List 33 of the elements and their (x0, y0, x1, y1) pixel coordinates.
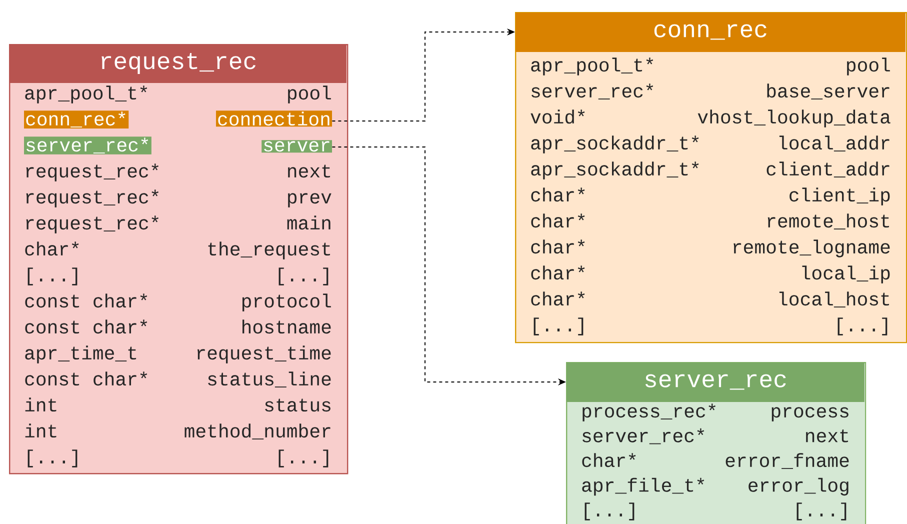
field-row: char* client_ip (531, 188, 890, 206)
field-row: request_rec* main (26, 216, 330, 234)
node-label: server (264, 141, 330, 152)
field-row: int status (25, 398, 330, 412)
field-row: char* the_request (25, 242, 330, 260)
field-row: int method_number (25, 424, 330, 440)
field-row: const char* status_line (25, 372, 331, 388)
field-row: apr_sockaddr_t* client_addr (531, 162, 890, 180)
field-row: server_rec* base_server (532, 84, 890, 100)
field-row: apr_sockaddr_t* local_addr (531, 136, 890, 154)
field-row: [...] [...] (534, 318, 888, 336)
field-row: [...] [...] (28, 450, 328, 468)
field-row: [...] [...] (584, 502, 846, 520)
field-row: apr_pool_t* pool (531, 58, 890, 76)
field-row: request_rec* next (26, 164, 330, 182)
field-row: request_rec* prev (26, 190, 332, 208)
field-row: apr_time_t request_time (25, 346, 331, 364)
field-row: process_rec* process (582, 404, 848, 422)
node-label: connection (218, 112, 330, 126)
field-row: char* remote_host (531, 214, 889, 230)
field-row: void* vhost_lookup_data (530, 110, 890, 128)
field-row: const char* protocol (25, 294, 331, 312)
field-row: conn_rec* connection (24, 110, 332, 128)
field-row: apr_file_t* error_log (582, 478, 848, 496)
field-row: const char* hostname (25, 320, 331, 334)
field-row: apr_pool_t* pool (25, 86, 331, 104)
field-row: char* error_fname (582, 453, 849, 469)
field-row: server_rec* server (24, 136, 332, 154)
field-row: char* local_ip (531, 266, 890, 284)
field-row: char* remote_logname (531, 240, 890, 258)
field-row: [...] [...] (28, 268, 328, 286)
field-row: char* local_host (531, 292, 889, 308)
field-row: server_rec* next (582, 428, 848, 444)
